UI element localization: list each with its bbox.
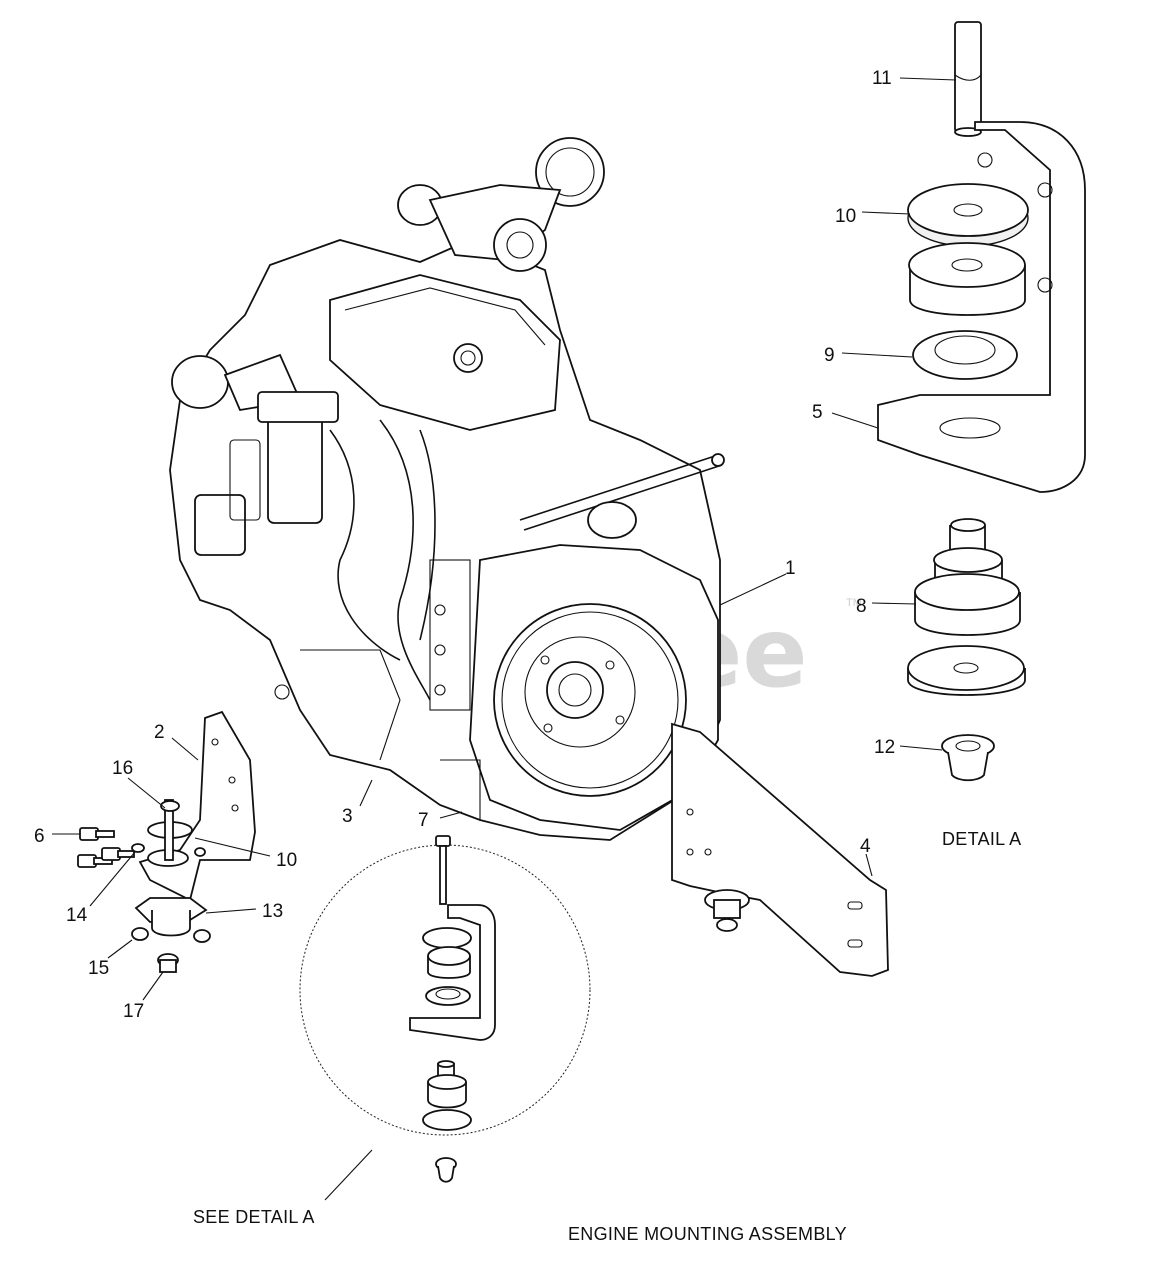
callout-7: 7 xyxy=(418,810,429,831)
callout-6: 6 xyxy=(34,826,45,847)
diagram-title: ENGINE MOUNTING ASSEMBLY xyxy=(568,1224,847,1244)
callout-1: 1 xyxy=(785,558,796,579)
watermark-trademark: TM xyxy=(846,597,862,609)
callout-4: 4 xyxy=(860,836,871,857)
right-bracket-4 xyxy=(671,722,889,977)
callout-2: 2 xyxy=(154,722,165,743)
callout-14: 14 xyxy=(66,905,88,926)
engine-assembly xyxy=(169,137,725,841)
detail-a-caption: DETAIL A xyxy=(942,829,1021,849)
bolt-6 xyxy=(77,827,135,868)
callout-11: 11 xyxy=(872,68,892,89)
callout-5: 5 xyxy=(812,402,823,423)
left-mount-assembly xyxy=(77,710,256,973)
callout-9: 9 xyxy=(824,345,835,366)
callout-8: 8 xyxy=(856,596,867,617)
callout-10-detail: 10 xyxy=(835,206,856,227)
callout-3: 3 xyxy=(342,806,353,827)
callout-16: 16 xyxy=(112,758,133,779)
see-detail-a-circle xyxy=(299,835,591,1183)
detail-a-assembly xyxy=(877,21,1086,782)
callout-17: 17 xyxy=(123,1001,144,1022)
callout-15: 15 xyxy=(88,958,109,979)
callout-12: 12 xyxy=(874,737,895,758)
callout-10: 10 xyxy=(276,850,297,871)
callout-13: 13 xyxy=(262,901,283,922)
leader-lines xyxy=(52,77,957,1201)
see-detail-a-caption: SEE DETAIL A xyxy=(193,1207,315,1227)
